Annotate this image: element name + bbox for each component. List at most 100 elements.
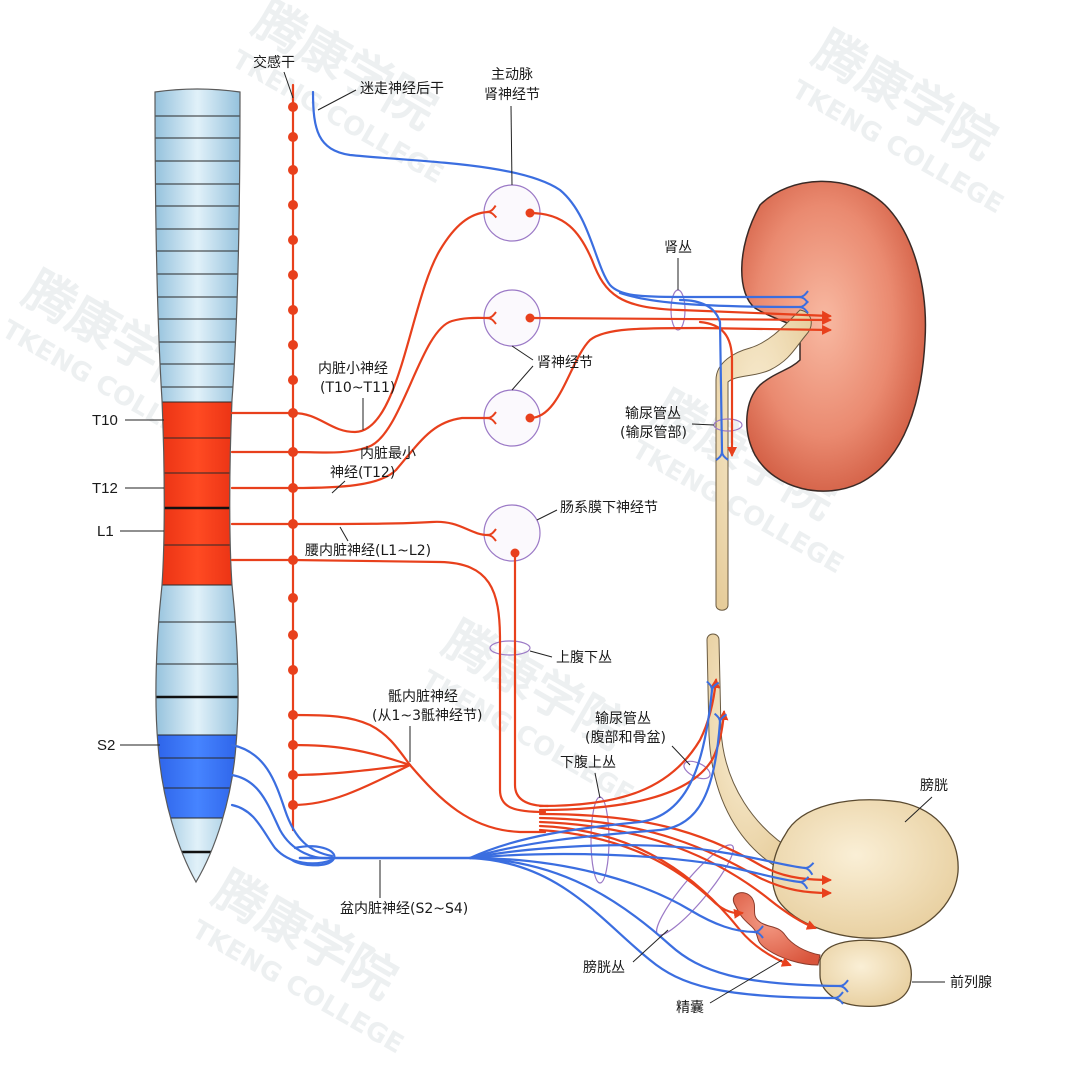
pelvic-splanchnic-nerve-s4 — [230, 803, 334, 865]
leader-inferior-mesenteric-ganglion — [536, 509, 558, 521]
leader-aorticorenal-ganglion — [510, 105, 513, 186]
inferior-mesenteric-ganglion — [483, 504, 541, 562]
sympathetic-trunk — [288, 83, 298, 832]
watermark-copy: 腾康学院 TKENG COLLEGE — [187, 860, 409, 1060]
spinal-cord-outline — [154, 88, 241, 884]
parasympathetic-fibres — [230, 90, 849, 1005]
lower-ureter — [706, 633, 796, 873]
pelvic-parasympathetic-fibre-ureter-1 — [468, 680, 720, 860]
level-label-l1: L1 — [97, 523, 114, 540]
trunk-ganglion — [288, 630, 298, 640]
label-ureteric-plexus-pelvic-line2: (腹部和骨盆) — [585, 729, 666, 746]
prostate-gland — [819, 939, 912, 1008]
lumbar-splanchnic-nerve-l1 — [230, 520, 497, 542]
level-label-t12: T12 — [92, 480, 118, 497]
pelvic-sympathetic-fibre-bladder-2 — [538, 816, 832, 898]
pelvic-parasympathetic-fibre-bladder-1 — [468, 844, 815, 876]
label-seminal-vesicle: 精囊 — [676, 999, 704, 1016]
pelvic-parasympathetic-fibre-seminal-vesicle — [468, 856, 764, 939]
label-inferior-mesenteric-ganglion: 肠系膜下神经节 — [560, 500, 658, 516]
lumbar-lower-segments — [155, 585, 240, 735]
label-sympathetic-trunk: 交感干 — [253, 54, 295, 71]
trunk-ganglion — [288, 593, 298, 603]
sacral-splanchnic-nerve-2 — [291, 743, 412, 767]
trunk-ganglion — [288, 305, 298, 315]
sacral-splanchnic-trunk — [408, 763, 547, 834]
level-label-s2: S2 — [97, 737, 115, 754]
leader-sympathetic-trunk — [283, 71, 294, 99]
superior-hypogastric-plexus-marker — [489, 640, 531, 656]
trunk-ganglion — [288, 200, 298, 210]
ureteric-sympathetic-fibre — [698, 320, 737, 457]
leader-superior-hypogastric-plexus — [529, 650, 553, 658]
renal-postganglionic-fibre-1 — [528, 211, 832, 321]
label-vesical-plexus: 膀胱丛 — [583, 959, 625, 976]
pelvic-sympathetic-fibre-ureter-2 — [538, 710, 729, 812]
trunk-ganglion — [288, 665, 298, 675]
leader-least-splanchnic — [331, 480, 346, 494]
pelvic-sympathetic-fibre-seminal-vesicle — [538, 828, 744, 919]
label-least-splanchnic-line2: 神经(T12) — [330, 465, 395, 481]
sacral-splanchnic-nerve-3 — [291, 763, 412, 777]
renal-pelvis-and-upper-ureter — [715, 309, 812, 611]
lesser-splanchnic-nerve-branch — [230, 311, 497, 454]
label-leaders — [283, 71, 945, 1004]
trunk-ganglia — [288, 102, 298, 810]
renal-postganglionic-fibre-2 — [528, 314, 832, 325]
pelvic-parasympathetic-fibre-bladder-2 — [468, 852, 810, 890]
leader-vesical-plexus — [632, 929, 669, 963]
level-label-t10: T10 — [92, 412, 118, 429]
label-prostate: 前列腺 — [950, 974, 992, 991]
pelvic-parasympathetic-fibre-prostate-2 — [468, 856, 844, 1005]
trunk-ganglion — [288, 340, 298, 350]
label-lumbar-splanchnic: 腰内脏神经(L1~L2) — [305, 543, 431, 559]
leader-bladder — [904, 796, 933, 823]
pelvic-parasympathetic-fibre-prostate-1 — [468, 856, 849, 993]
inferior-mesenteric-postganglionic-origin — [510, 548, 520, 558]
label-renal-plexus: 肾丛 — [664, 240, 692, 256]
leader-lumbar-splanchnic — [339, 526, 349, 542]
leader-renal-ganglion-upper — [511, 345, 534, 361]
lumbar-splanchnic-nerve-l2 — [230, 558, 547, 814]
label-vagal-posterior-trunk: 迷走神经后干 — [360, 81, 444, 97]
lesser-splanchnic-nerve — [230, 205, 498, 434]
pelvic-sympathetic-fibre-ureter-1 — [538, 678, 721, 808]
label-ureteric-plexus-upper-line1: 输尿管丛 — [625, 406, 681, 422]
leader-ureteric-plexus-pelvic — [671, 745, 691, 766]
label-bladder: 膀胱 — [920, 777, 948, 794]
trunk-ganglion — [288, 165, 298, 175]
leader-ureteric-plexus-upper — [691, 423, 715, 426]
label-lesser-splanchnic-line2: (T10~T11) — [320, 380, 395, 396]
sacral-splanchnic-nerve-1 — [291, 713, 412, 767]
leader-inferior-hypogastric-plexus — [594, 772, 601, 799]
trunk-ganglion — [288, 270, 298, 280]
label-sacral-splanchnic-line1: 骶内脏神经 — [388, 689, 458, 705]
label-lesser-splanchnic-line1: 内脏小神经 — [318, 361, 388, 377]
vagal-ureteric-branch — [678, 298, 729, 461]
prevertebral-ganglia — [483, 184, 541, 562]
renal-postganglionic-fibre-3 — [528, 324, 832, 420]
structure-labels: 交感干 迷走神经后干 主动脉 肾神经节 肾丛 肾神经节 内脏小神经 (T10~T… — [253, 54, 992, 1016]
label-ureteric-plexus-upper-line2: (输尿管部) — [620, 425, 687, 441]
label-aorticorenal-ganglion-line1: 主动脉 — [491, 67, 533, 83]
seminal-vesicle — [732, 892, 821, 966]
leader-vagal-trunk — [317, 89, 357, 111]
sympathetic-fibres — [230, 205, 832, 967]
pelvic-sympathetic-fibre-bladder-3 — [538, 820, 817, 930]
kidney — [741, 180, 927, 492]
leader-seminal-vesicle — [709, 959, 783, 1004]
label-inferior-hypogastric-plexus: 下腹上丛 — [560, 754, 616, 771]
label-renal-ganglion: 肾神经节 — [537, 355, 593, 371]
label-sacral-splanchnic-line2: (从1~3骶神经节) — [372, 708, 482, 724]
label-ureteric-plexus-pelvic-line1: 输尿管丛 — [595, 711, 651, 727]
parasympathetic-origin-segments-s2-s4 — [155, 735, 240, 818]
label-pelvic-splanchnic: 盆内脏神经(S2~S4) — [340, 901, 468, 917]
label-least-splanchnic-line1: 内脏最小 — [360, 446, 416, 462]
sacral-splanchnic-nerve-4 — [291, 763, 412, 807]
pelvic-splanchnic-loop — [290, 845, 336, 867]
sympathetic-origin-segments-t10-l2 — [155, 402, 240, 585]
trunk-ganglion — [288, 102, 298, 112]
organs — [706, 180, 959, 1008]
pelvic-splanchnic-nerve-s2 — [230, 743, 334, 858]
